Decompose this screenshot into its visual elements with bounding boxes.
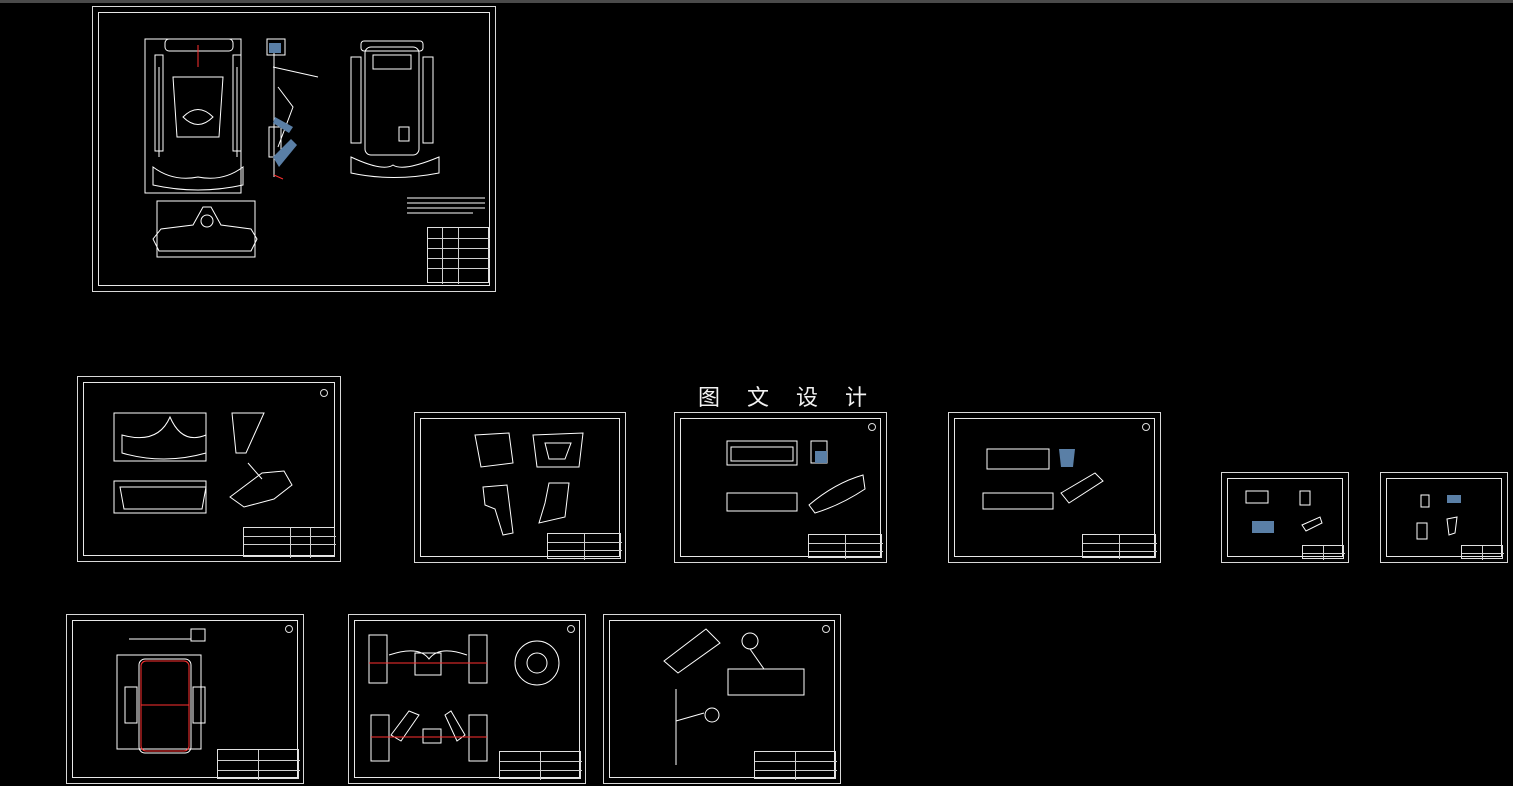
sheet-inner-border	[1227, 478, 1343, 557]
steering-assembly-drawing	[663, 628, 805, 765]
title-block	[427, 227, 490, 284]
bracket-b-drawing	[1416, 494, 1461, 540]
sheet-inner-border	[609, 620, 835, 778]
sheet-inner-border	[680, 418, 881, 557]
sheet-front-bumper[interactable]	[674, 412, 887, 563]
frame-drawing	[116, 628, 206, 754]
sheet-frame[interactable]	[66, 614, 304, 784]
sheet-bracket-b[interactable]	[1380, 472, 1508, 563]
north-arrow-icon	[868, 423, 876, 431]
title-block	[1082, 534, 1157, 559]
north-arrow-icon	[285, 625, 293, 633]
sheet-inner-border	[98, 12, 490, 286]
window-top-border	[0, 0, 1513, 3]
title-block	[1302, 545, 1345, 560]
sheet-bracket-a[interactable]	[1221, 472, 1349, 563]
sheet-inner-border	[354, 620, 580, 778]
seat-drawing	[113, 412, 293, 514]
sheet-inner-border	[1386, 478, 1502, 557]
steering-parts-drawing	[474, 432, 584, 536]
sheet-inner-border	[72, 620, 298, 778]
bracket-a-drawing	[1245, 490, 1323, 533]
title-block	[217, 749, 300, 780]
sheet-inner-border	[954, 418, 1155, 557]
watermark-text: 图 文 设 计	[698, 386, 877, 411]
title-block	[754, 751, 837, 780]
title-block	[1461, 545, 1504, 560]
sheet-rear-bumper[interactable]	[948, 412, 1161, 563]
rear-bumper-drawing	[982, 448, 1104, 510]
title-block	[547, 533, 622, 560]
title-block	[499, 751, 582, 780]
sheet-kart-assembly[interactable]	[92, 6, 496, 292]
front-bumper-drawing	[726, 440, 866, 514]
north-arrow-icon	[822, 625, 830, 633]
sheet-steering-parts[interactable]	[414, 412, 626, 563]
sheet-seat[interactable]	[77, 376, 341, 562]
north-arrow-icon	[567, 625, 575, 633]
sheet-steering-assembly[interactable]	[603, 614, 841, 784]
north-arrow-icon	[1142, 423, 1150, 431]
north-arrow-icon	[320, 389, 328, 397]
sheet-drivetrain[interactable]	[348, 614, 586, 784]
title-block	[243, 527, 336, 558]
assembly-drawing	[144, 38, 485, 258]
sheet-inner-border	[83, 382, 335, 556]
title-block	[808, 534, 883, 559]
sheet-inner-border	[420, 418, 620, 557]
drivetrain-drawing	[368, 634, 560, 762]
